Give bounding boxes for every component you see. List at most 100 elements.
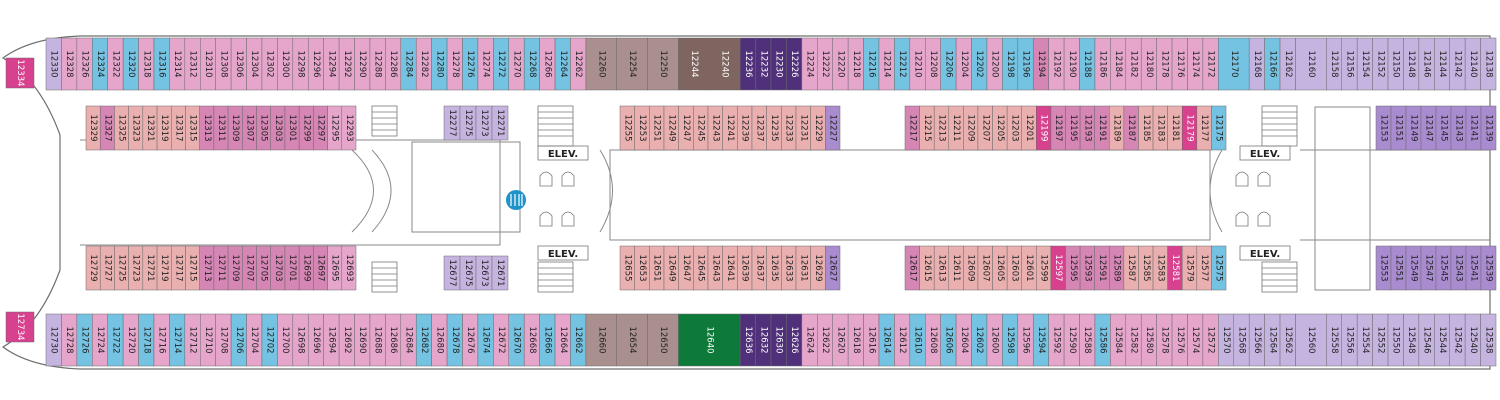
cabin-number: 12579 — [1185, 254, 1195, 281]
cabin-12139[interactable] — [1480, 105, 1497, 151]
cabin-number: 12709 — [230, 254, 240, 281]
cabin-12693[interactable] — [341, 245, 357, 291]
cabin-number: 12710 — [203, 326, 213, 353]
cabin-number: 12322 — [110, 50, 120, 77]
cabin-12160[interactable] — [1295, 37, 1327, 91]
cabin-12138[interactable] — [1480, 37, 1497, 91]
cabin-number: 12300 — [280, 50, 290, 77]
cabin-number: 12303 — [273, 114, 283, 141]
cabin-number: 12138 — [1483, 50, 1493, 77]
cabin-number: 12270 — [511, 50, 521, 77]
cabin-12627[interactable] — [825, 245, 841, 291]
cabin-number: 12704 — [249, 326, 259, 353]
cabin-12671[interactable] — [491, 255, 509, 291]
cabin-number: 12570 — [1221, 326, 1231, 353]
cabin-number: 12729 — [88, 254, 98, 281]
cabin-12244[interactable] — [678, 37, 710, 91]
cabin-number: 12318 — [141, 50, 151, 77]
cabin-number: 12580 — [1144, 326, 1154, 353]
cabin-12170[interactable] — [1218, 37, 1250, 91]
cabin-12293[interactable] — [341, 105, 357, 151]
cabin-number: 12314 — [172, 50, 182, 77]
cabin-number: 12562 — [1283, 326, 1293, 353]
cabin-12175[interactable] — [1211, 105, 1227, 151]
cabin-number: 12653 — [637, 254, 647, 281]
cabin-number: 12250 — [658, 50, 668, 77]
cabin-number: 12235 — [769, 114, 779, 141]
cabin-12539[interactable] — [1480, 245, 1497, 291]
cabin-12334[interactable] — [5, 57, 35, 89]
cabin-12240[interactable] — [709, 37, 741, 91]
cabin-number: 12666 — [542, 326, 552, 353]
cabin-number: 12326 — [80, 50, 90, 77]
cabin-number: 12608 — [928, 326, 938, 353]
cabin-number: 12553 — [1379, 254, 1389, 281]
cabin-number: 12216 — [866, 50, 876, 77]
cabin-number: 12636 — [743, 326, 753, 353]
cabin-12227[interactable] — [825, 105, 841, 151]
cabin-number: 12160 — [1306, 50, 1316, 77]
cabin-number: 12584 — [1113, 326, 1123, 353]
cabin-12734[interactable] — [5, 311, 35, 343]
cabin-number: 12541 — [1469, 254, 1479, 281]
cabin-number: 12632 — [758, 326, 768, 353]
cabin-number: 12288 — [373, 50, 383, 77]
cabin-12640[interactable] — [678, 313, 741, 367]
cabin-number: 12327 — [102, 114, 112, 141]
cabin-number: 12643 — [710, 254, 720, 281]
cabin-number: 12590 — [1067, 326, 1077, 353]
cabin-number: 12323 — [131, 114, 141, 141]
cabin-number: 12728 — [64, 326, 74, 353]
cabin-number: 12588 — [1082, 326, 1092, 353]
cabin-number: 12264 — [558, 50, 568, 77]
cabin-number: 12301 — [287, 114, 297, 141]
cabin-number: 12564 — [1267, 326, 1277, 353]
cabin-12260[interactable] — [585, 37, 617, 91]
cabin-number: 12197 — [1053, 114, 1063, 141]
cabin-number: 12231 — [798, 114, 808, 141]
cabin-number: 12618 — [851, 326, 861, 353]
cabin-number: 12182 — [1129, 50, 1139, 77]
cabin-number: 12253 — [637, 114, 647, 141]
cabin-12654[interactable] — [616, 313, 648, 367]
cabin-number: 12556 — [1344, 326, 1354, 353]
cabin-number: 12726 — [80, 326, 90, 353]
cabin-12250[interactable] — [647, 37, 679, 91]
cabin-number: 12721 — [145, 254, 155, 281]
cabin-number: 12575 — [1214, 254, 1224, 281]
cabin-number: 12286 — [388, 50, 398, 77]
cabin-number: 12542 — [1452, 326, 1462, 353]
cabin-number: 12545 — [1439, 254, 1449, 281]
cabin-number: 12670 — [511, 326, 521, 353]
cabin-number: 12148 — [1406, 50, 1416, 77]
cabin-number: 12597 — [1053, 254, 1063, 281]
cabin-number: 12183 — [1155, 114, 1165, 141]
cabin-12575[interactable] — [1211, 245, 1227, 291]
cabin-number: 12651 — [652, 254, 662, 281]
cabin-number: 12149 — [1409, 114, 1419, 141]
cabin-number: 12218 — [851, 50, 861, 77]
cabin-12650[interactable] — [647, 313, 679, 367]
cabin-number: 12554 — [1360, 326, 1370, 353]
cabin-number: 12212 — [897, 50, 907, 77]
cabin-number: 12328 — [64, 50, 74, 77]
cabin-12271[interactable] — [491, 105, 509, 141]
cabin-number: 12606 — [943, 326, 953, 353]
cabin-number: 12141 — [1469, 114, 1479, 141]
cabin-12560[interactable] — [1295, 313, 1327, 367]
cabin-number: 12633 — [784, 254, 794, 281]
cabin-12660[interactable] — [585, 313, 617, 367]
cabin-number: 12284 — [404, 50, 414, 77]
elevator-label: ELEV. — [1250, 249, 1280, 260]
cabin-number: 12296 — [311, 50, 321, 77]
cabin-number: 12578 — [1159, 326, 1169, 353]
cabin-12538[interactable] — [1480, 313, 1497, 367]
cabin-number: 12722 — [110, 326, 120, 353]
cabin-number: 12602 — [974, 326, 984, 353]
cabin-number: 12195 — [1068, 114, 1078, 141]
cabin-number: 12220 — [835, 50, 845, 77]
cabin-number: 12172 — [1206, 50, 1216, 77]
cabin-number: 12649 — [666, 254, 676, 281]
cabin-number: 12701 — [287, 254, 297, 281]
cabin-number: 12224 — [805, 50, 815, 77]
